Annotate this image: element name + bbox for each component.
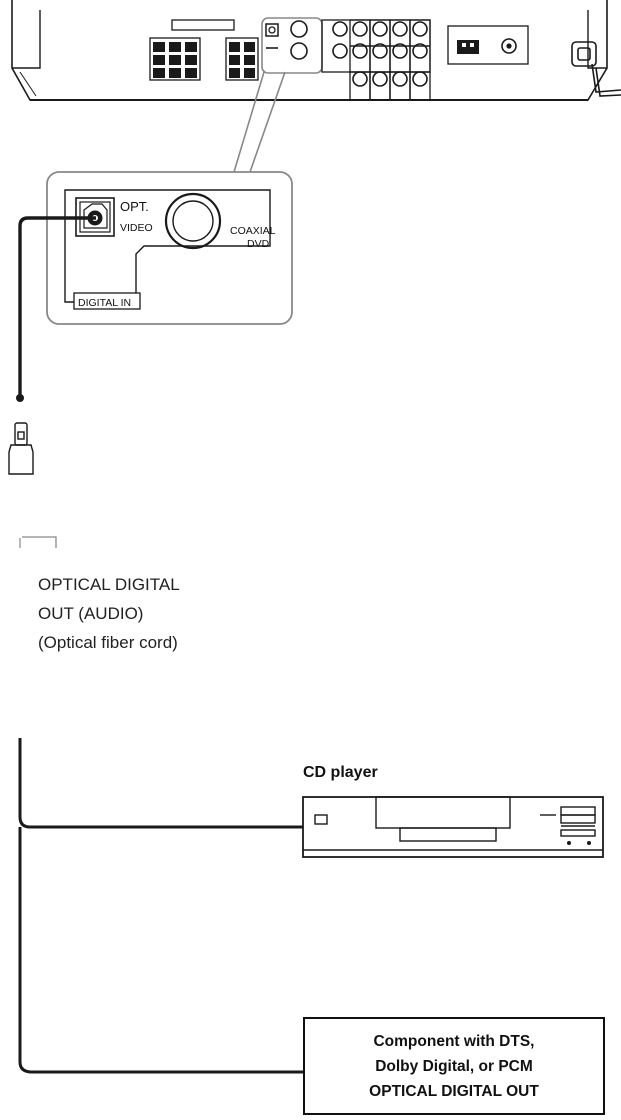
detail-callout — [233, 71, 286, 173]
speaker-terminals-right — [225, 37, 259, 81]
coaxial-jack — [164, 192, 222, 250]
cd-player-illustration — [302, 796, 604, 858]
cable-end-dot — [16, 394, 24, 402]
coaxial-label: COAXIAL — [230, 225, 276, 237]
receiver-rear-panel — [11, 0, 621, 101]
opt-label: OPT. — [120, 199, 149, 214]
component-box-line2: Dolby Digital, or PCM — [375, 1057, 533, 1075]
speaker-terminals-left — [149, 37, 201, 81]
optical-plug-icon — [8, 422, 34, 475]
component-box-line3: OPTICAL DIGITAL OUT — [369, 1082, 539, 1100]
digital-in-label: DIGITAL IN — [78, 297, 131, 309]
digital-in-detail: OPT. VIDEO COAXIAL DVD DIGITAL IN — [46, 171, 293, 325]
optical-fiber-cable — [8, 216, 303, 1074]
component-box: Component with DTS, Dolby Digital, or PC… — [303, 1017, 605, 1115]
cable-note-line2: OUT (AUDIO) — [38, 604, 144, 623]
cable-note-line3: (Optical fiber cord) — [38, 633, 178, 652]
video-label: VIDEO — [120, 222, 153, 234]
rca-jack-grid — [321, 19, 431, 101]
cd-player-label: CD player — [303, 764, 378, 781]
dvd-label: DVD — [247, 238, 270, 250]
component-box-line1: Component with DTS, — [373, 1032, 535, 1050]
cable-note-line1: OPTICAL DIGITAL — [38, 575, 180, 594]
